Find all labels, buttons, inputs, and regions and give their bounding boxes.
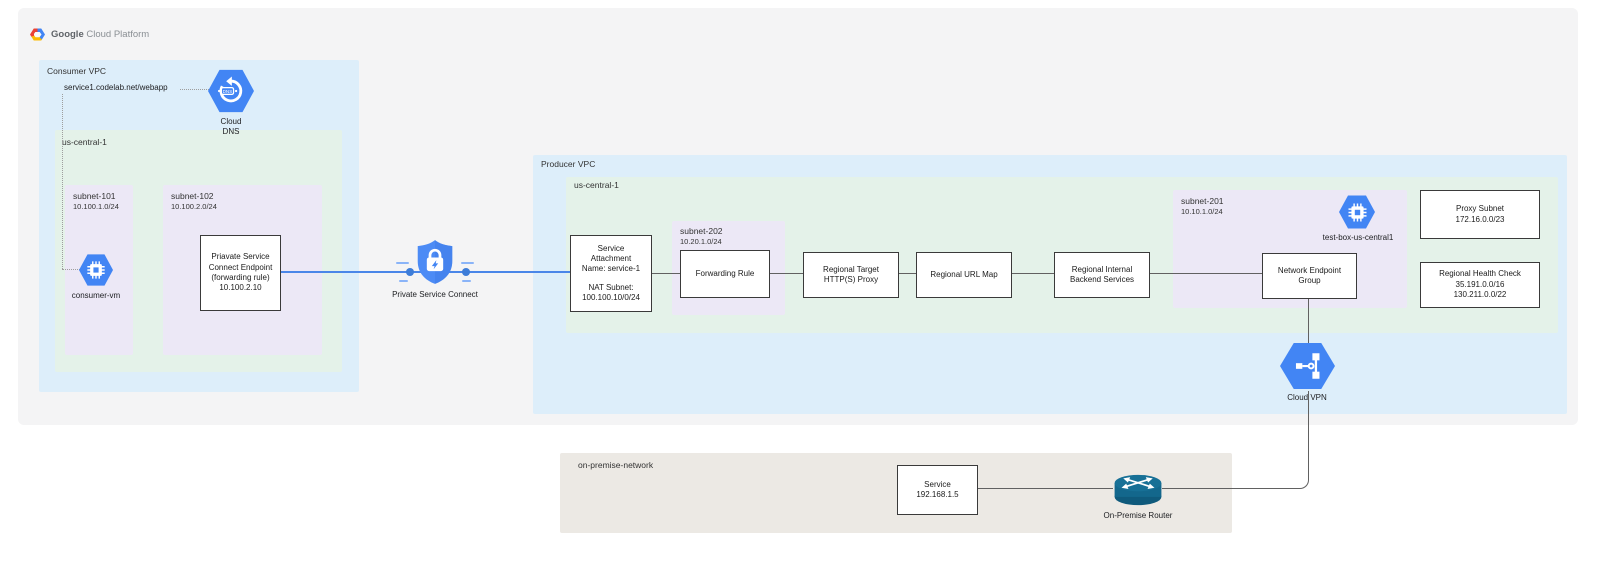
on-premise-router-icon [1112,471,1164,509]
producer-region-label: us-central-1 [574,180,619,190]
psc-endpoint-box: Priavate Service Connect Endpoint (forwa… [200,235,281,311]
consumer-vm-label: consumer-vm [71,291,121,300]
url-map-box: Regional URL Map [916,252,1012,298]
consumer-region-label: us-central-1 [62,137,107,147]
cloud-dns-icon: DNS [208,69,254,113]
line-corner [1299,479,1309,489]
subnet-101-label: subnet-101 10.100.1.0/24 [73,191,119,211]
on-premise-service-box: Service 192.168.1.5 [897,465,978,515]
health-check-box: Regional Health Check 35.191.0.0/16 130.… [1420,262,1540,308]
subnet-202-label: subnet-202 10.20.1.0/24 [680,226,723,246]
dns-badge-text: DNS [223,89,233,94]
line-fr-proxy [768,273,803,274]
proxy-subnet-box: Proxy Subnet 172.16.0.0/23 [1420,190,1540,239]
line-sa-fr [650,273,680,274]
dotted-line-down [62,94,63,269]
gcp-brand-text: Google Cloud Platform [51,29,149,40]
line-neg-vpn [1308,297,1309,343]
backend-services-box: Regional Internal Backend Services [1054,252,1150,298]
service-attachment-box: Service Attachment Name: service-1 NAT S… [570,235,652,312]
subnet-201-label: subnet-201 10.10.1.0/24 [1181,196,1224,216]
dotted-line-dns [180,89,209,90]
test-box-icon [1339,195,1375,229]
gcp-logo-icon [30,28,45,41]
line-backend-neg [1148,273,1262,274]
line-vpn-down [1308,391,1309,479]
gcp-brand-suffix: Cloud Platform [83,29,150,40]
on-premise-router-label: On-Premise Router [1103,511,1173,520]
psc-label: Private Service Connect [392,290,478,299]
line-router-vpn [1162,488,1299,489]
psc-tick [396,262,409,264]
line-urlmap-backend [1010,273,1054,274]
network-endpoint-group-box: Network Endpoint Group [1262,253,1357,299]
test-box-label: test-box-us-central1 [1322,233,1394,242]
cloud-vpn-label: Cloud VPN [1287,393,1327,402]
subnet-102-label: subnet-102 10.100.2.0/24 [171,191,217,211]
cloud-dns-label: Cloud DNS [220,117,242,136]
psc-tick [461,262,474,264]
gcp-brand: Google Cloud Platform [30,28,149,41]
psc-tick [462,280,471,282]
dns-record-text: service1.codelab.net/webapp [64,83,168,92]
on-premise-label: on-premise-network [578,460,654,470]
forwarding-rule-box: Forwarding Rule [680,250,770,298]
producer-vpc-label: Producer VPC [541,159,596,169]
psc-tick [399,280,408,282]
line-proxy-urlmap [897,273,916,274]
target-proxy-box: Regional Target HTTP(S) Proxy [803,252,899,298]
psc-left-dot [406,268,414,276]
dotted-line-to-vm [62,269,80,270]
psc-right-dot [462,268,470,276]
line-service-router [976,488,1113,489]
gcp-brand-google: Google [51,29,84,40]
private-service-connect-icon [415,239,455,285]
consumer-vpc-label: Consumer VPC [47,66,107,76]
